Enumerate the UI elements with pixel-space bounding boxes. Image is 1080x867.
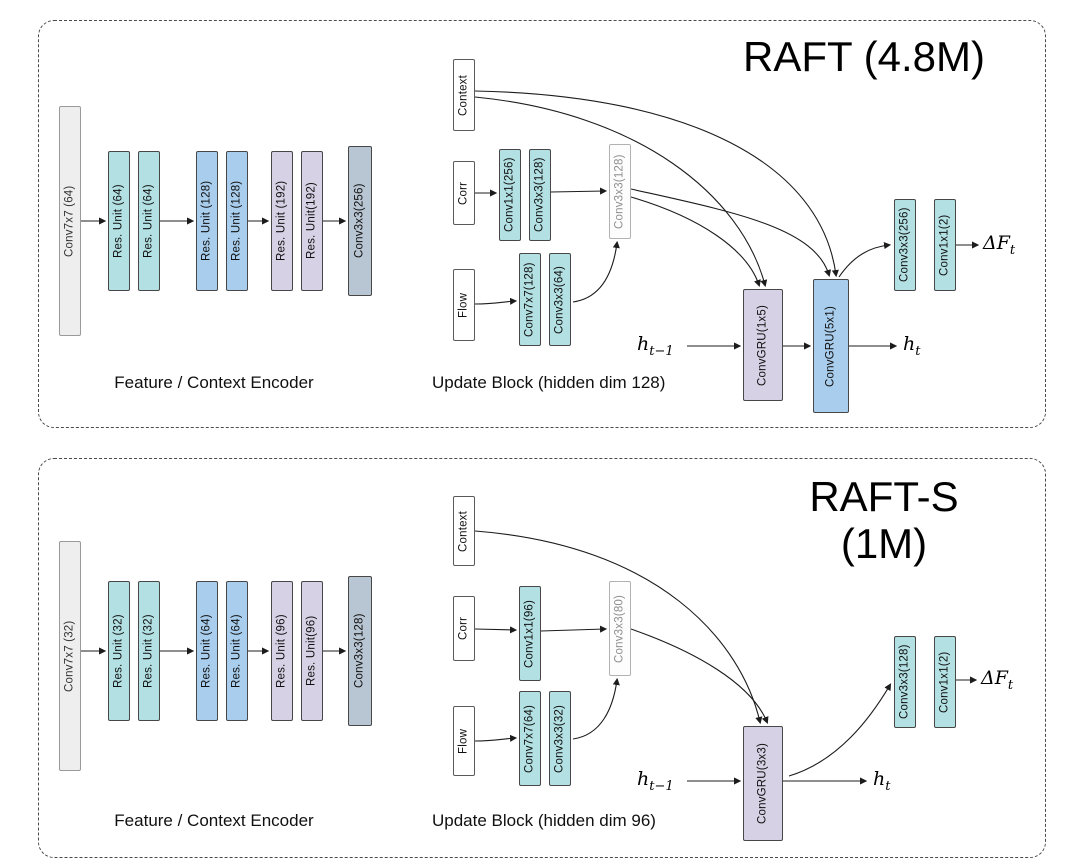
res-unit-block: Res. Unit (32) — [108, 581, 130, 721]
flow-conv2: Conv3x3(64) — [549, 253, 571, 346]
flow-conv1: Conv7x7(64) — [519, 691, 541, 786]
encoder-caption: Feature / Context Encoder — [114, 373, 314, 392]
motion-merge-conv: Conv3x3(128) — [609, 144, 631, 239]
panel-title: RAFT-S (1M) — [809, 473, 959, 568]
corr-conv2: Conv3x3(128) — [529, 149, 551, 241]
res-unit-block: Res. Unit (32) — [138, 581, 160, 721]
flow-conv1: Conv7x7(128) — [519, 253, 541, 346]
delta-flow-label: ΔFt — [983, 232, 1016, 258]
h-out-label: ht — [873, 768, 891, 794]
res-unit-block: Res. Unit (64) — [196, 581, 218, 721]
h-prev-label: ht−1 — [637, 333, 674, 359]
res-unit-block: Res. Unit (64) — [226, 581, 248, 721]
res-unit-block: Res. Unit (64) — [138, 151, 160, 291]
flow-head-conv2: Conv1x1(2) — [934, 199, 956, 291]
corr-conv1: Conv1x1(256) — [499, 149, 521, 241]
corr-conv1: Conv1x1(96) — [519, 586, 541, 681]
update-caption: Update Block (hidden dim 96) — [432, 811, 656, 830]
res-unit-block: Res. Unit (96) — [271, 581, 293, 721]
res-unit-block: Res. Unit(96) — [301, 581, 323, 721]
raft-s-panel: RAFT-S (1M) Conv7x7 (32) Res. Unit (32) … — [38, 458, 1046, 858]
delta-flow-label: ΔFt — [981, 667, 1014, 693]
conv7x7-stem: Conv7x7 (32) — [59, 541, 81, 771]
h-out-label: ht — [903, 333, 921, 359]
flow-head-conv1: Conv3x3(256) — [894, 199, 916, 291]
conv7x7-stem: Conv7x7 (64) — [59, 106, 81, 336]
motion-merge-conv: Conv3x3(80) — [609, 581, 631, 676]
encoder-head-conv: Conv3x3(128) — [348, 576, 372, 726]
panel-title: RAFT (4.8M) — [743, 33, 985, 80]
encoder-caption: Feature / Context Encoder — [114, 811, 314, 830]
flow-head-conv2: Conv1x1(2) — [934, 636, 956, 728]
convgru-3x3: ConvGRU(3x3) — [743, 726, 783, 841]
flow-head-conv1: Conv3x3(128) — [894, 636, 916, 728]
res-unit-block: Res. Unit(192) — [301, 151, 323, 291]
res-unit-block: Res. Unit (192) — [271, 151, 293, 291]
res-unit-block: Res. Unit (64) — [108, 151, 130, 291]
corr-input: Corr — [453, 161, 475, 225]
convgru-1x5: ConvGRU(1x5) — [743, 289, 783, 401]
flow-input: Flow — [453, 269, 475, 341]
flow-conv2: Conv3x3(32) — [549, 691, 571, 786]
corr-input: Corr — [453, 596, 475, 661]
context-input: Context — [453, 59, 475, 131]
context-input: Context — [453, 496, 475, 566]
res-unit-block: Res. Unit (128) — [196, 151, 218, 291]
convgru-5x1: ConvGRU(5x1) — [813, 279, 849, 413]
h-prev-label: ht−1 — [637, 768, 674, 794]
raft-panel: RAFT (4.8M) Conv7x7 (64) Res. Unit (64) … — [38, 20, 1046, 428]
flow-input: Flow — [453, 706, 475, 776]
encoder-head-conv: Conv3x3(256) — [348, 146, 372, 296]
update-caption: Update Block (hidden dim 128) — [432, 373, 666, 392]
res-unit-block: Res. Unit (128) — [226, 151, 248, 291]
